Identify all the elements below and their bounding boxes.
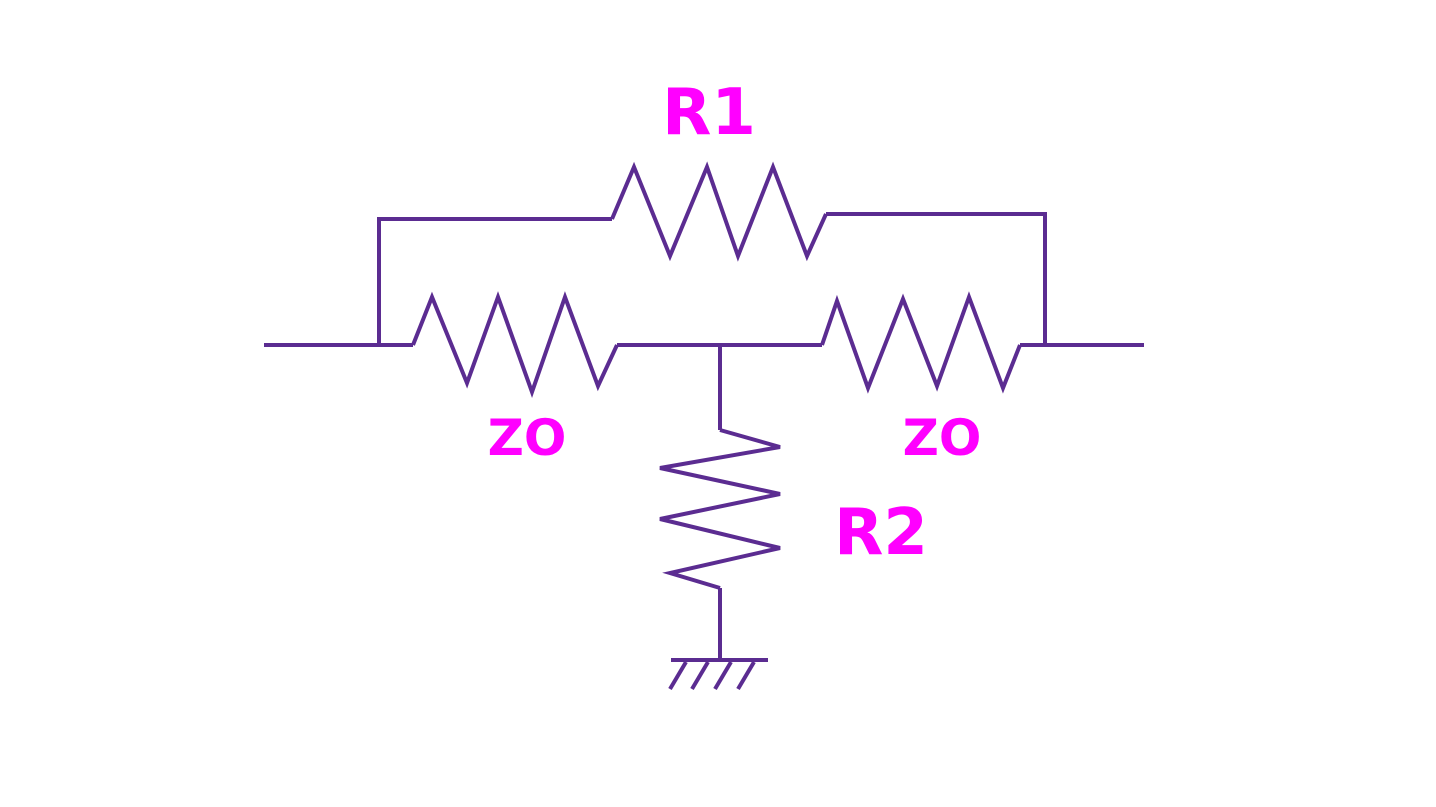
resistor-zo-left (411, 291, 619, 399)
ground-hatch-3 (713, 660, 733, 691)
ground-hatch-1 (668, 660, 688, 691)
label-r2: R2 (834, 496, 928, 570)
bridge-wire-right (826, 212, 1047, 345)
label-r1: R1 (662, 76, 756, 150)
ground-hatch-2 (690, 660, 710, 691)
resistor-r1 (610, 161, 828, 262)
label-zo-right: ZO (903, 409, 982, 467)
ground-hatch-4 (736, 660, 756, 691)
resistor-zo-right (820, 291, 1022, 394)
bridge-wire-left (377, 217, 612, 345)
ground-symbol (668, 658, 768, 691)
label-zo-left: ZO (488, 409, 567, 467)
resistor-r2 (659, 428, 781, 590)
